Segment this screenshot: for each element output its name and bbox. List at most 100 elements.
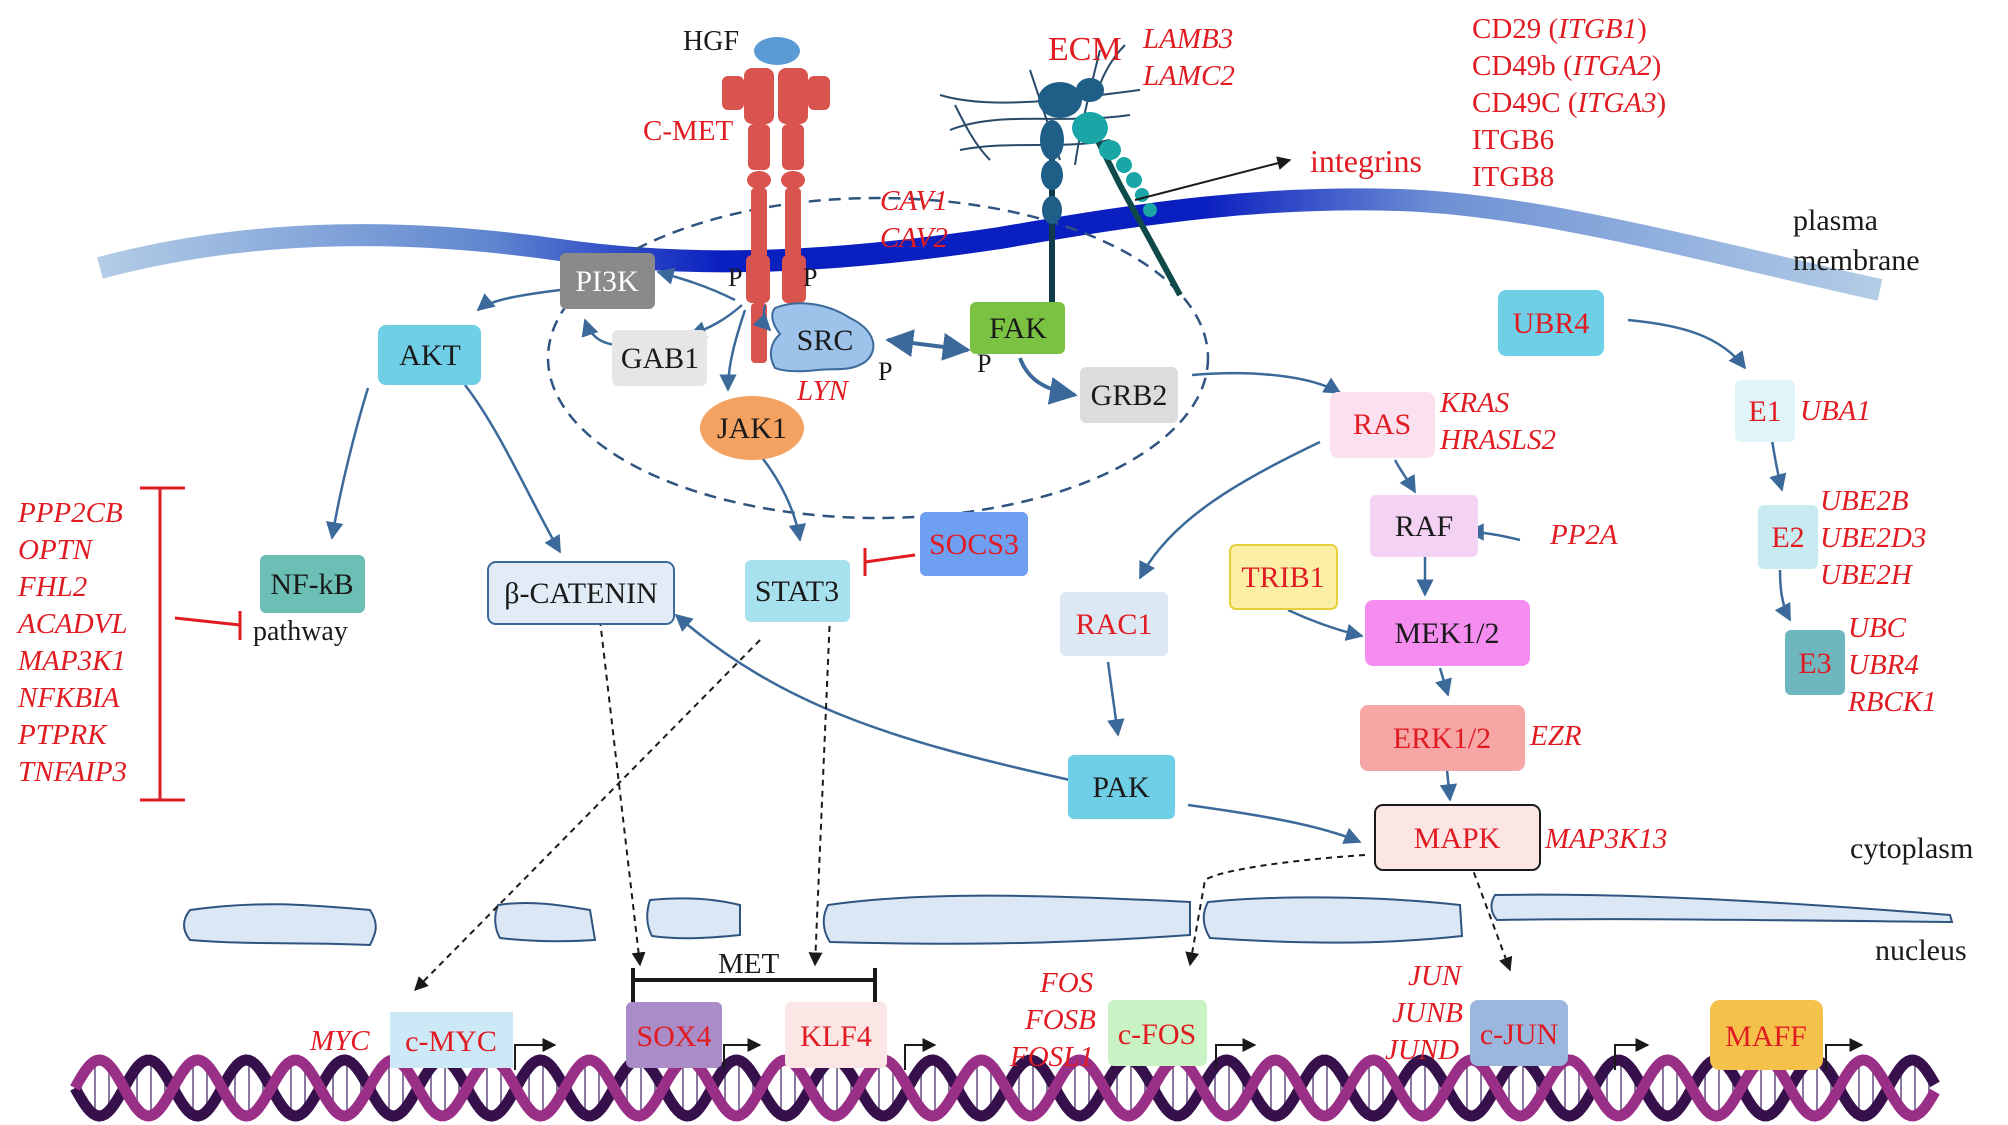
node-jak1: JAK1	[700, 396, 804, 460]
svg-text:STAT3: STAT3	[755, 575, 839, 608]
svg-text:E3: E3	[1798, 647, 1831, 680]
promoter-arrows	[514, 1038, 1864, 1070]
ras-gene-1: HRASLS2	[1439, 424, 1556, 456]
node-maff: MAFF	[1710, 1000, 1823, 1070]
ecm-gene-1: LAMC2	[1142, 60, 1235, 92]
jun-gene-0: JUN	[1408, 960, 1463, 992]
svg-text:GRB2: GRB2	[1091, 379, 1168, 412]
node-klf4: KLF4	[785, 1002, 887, 1068]
integrin-list-item: CD49b (ITGA2)	[1472, 50, 1661, 82]
svg-text:RAC1: RAC1	[1076, 608, 1153, 641]
svg-text:PAK: PAK	[1092, 771, 1150, 804]
node-mek: MEK1/2	[1365, 600, 1530, 666]
plasma-membrane-label-1: plasma	[1793, 204, 1878, 237]
svg-text:PI3K: PI3K	[575, 265, 639, 298]
e1-gene: UBA1	[1800, 395, 1871, 427]
node-cmyc: c-MYC	[390, 1012, 513, 1068]
inhibition-lines	[140, 486, 916, 802]
nfkb-inhibitor-gene: PPP2CB	[17, 497, 123, 529]
node-cjun: c-JUN	[1470, 1000, 1568, 1066]
node-mapk: MAPK	[1374, 804, 1541, 871]
integrins-label: integrins	[1310, 143, 1422, 179]
node-bcatenin: β-CATENIN	[487, 561, 675, 625]
nfkb-inhibitor-gene: NFKBIA	[17, 682, 120, 714]
met-label: MET	[718, 948, 780, 980]
svg-text:SOCS3: SOCS3	[929, 528, 1019, 561]
svg-text:RAS: RAS	[1353, 408, 1411, 441]
e3-gene-0: UBC	[1848, 612, 1907, 644]
integrin-list-item: ITGB8	[1472, 161, 1554, 193]
caveolin-gene-0: CAV1	[880, 185, 948, 217]
svg-text:AKT: AKT	[399, 339, 461, 372]
svg-text:c-MYC: c-MYC	[405, 1025, 497, 1058]
node-e1: E1	[1735, 380, 1795, 442]
e2-gene-0: UBE2B	[1820, 485, 1909, 517]
mapk-gene: MAP3K13	[1544, 823, 1667, 855]
fos-gene-0: FOS	[1039, 967, 1094, 999]
node-rac1: RAC1	[1060, 592, 1168, 656]
e2-gene-2: UBE2H	[1820, 559, 1914, 591]
nfkb-inhibitor-list: PPP2CB OPTN FHL2 ACADVL MAP3K1 NFKBIA PT…	[16, 497, 128, 788]
node-sox4: SOX4	[626, 1002, 722, 1068]
node-raf: RAF	[1370, 495, 1478, 557]
node-cfos: c-FOS	[1108, 1000, 1207, 1066]
node-stat3: STAT3	[745, 560, 850, 622]
jun-gene-2: JUND	[1385, 1034, 1459, 1066]
svg-text:MAPK: MAPK	[1414, 822, 1501, 855]
ecm-label: ECM	[1048, 31, 1122, 68]
integrin-list: CD29 (ITGB1) CD49b (ITGA2) CD49C (ITGA3)…	[1472, 13, 1666, 193]
node-e2: E2	[1758, 505, 1818, 569]
svg-text:ERK1/2: ERK1/2	[1393, 722, 1491, 755]
transcription-arrows	[414, 614, 1513, 991]
plasma-membrane	[97, 188, 1883, 301]
node-gab1: GAB1	[612, 330, 707, 386]
phospho-fak: P	[977, 349, 991, 378]
nfkb-inhibitor-gene: TNFAIP3	[18, 756, 127, 788]
integrin-list-item: CD29 (ITGB1)	[1472, 13, 1647, 45]
e3-gene-1: UBR4	[1848, 649, 1919, 681]
phospho-src: P	[878, 357, 892, 386]
node-fak: FAK	[970, 302, 1065, 354]
lipid-raft-ellipse	[546, 196, 1210, 520]
lyn-gene: LYN	[796, 375, 850, 407]
met-bracket	[631, 968, 877, 1008]
dna-helix	[70, 1054, 1940, 1122]
integrin-receptor	[1038, 78, 1183, 305]
nucleus-label: nucleus	[1875, 934, 1967, 967]
nuclear-membrane	[183, 893, 1954, 947]
svg-text:JAK1: JAK1	[717, 412, 787, 445]
node-pak: PAK	[1068, 755, 1175, 819]
svg-text:E1: E1	[1748, 395, 1781, 428]
fos-gene-2: FOSL1	[1009, 1041, 1094, 1073]
integrin-list-item: CD49C (ITGA3)	[1472, 87, 1666, 119]
node-akt: AKT	[378, 325, 481, 385]
node-ubr4: UBR4	[1498, 290, 1604, 356]
nfkb-inhibitor-gene: MAP3K1	[17, 645, 126, 677]
ras-gene-0: KRAS	[1439, 387, 1510, 419]
svg-text:MEK1/2: MEK1/2	[1395, 617, 1500, 650]
node-erk: ERK1/2	[1360, 705, 1525, 771]
svg-text:UBR4: UBR4	[1513, 307, 1590, 340]
svg-text:KLF4: KLF4	[800, 1020, 872, 1053]
node-trib1: TRIB1	[1229, 544, 1338, 610]
svg-text:RAF: RAF	[1395, 510, 1453, 543]
svg-text:FAK: FAK	[989, 312, 1047, 345]
svg-text:NF-kB: NF-kB	[270, 568, 353, 601]
svg-text:c-JUN: c-JUN	[1480, 1018, 1558, 1051]
svg-text:TRIB1: TRIB1	[1241, 561, 1324, 594]
activation-arrows	[325, 267, 1792, 844]
integrins-pointer	[1134, 156, 1292, 201]
nfkb-inhibitor-gene: PTPRK	[17, 719, 108, 751]
node-src: SRC	[769, 302, 875, 373]
svg-text:E2: E2	[1771, 521, 1804, 554]
node-grb2: GRB2	[1080, 367, 1178, 423]
node-nfkb: NF-kB	[260, 555, 365, 613]
integrin-list-item: ITGB6	[1472, 124, 1554, 156]
node-e3: E3	[1785, 630, 1845, 695]
cytoplasm-label: cytoplasm	[1850, 832, 1973, 865]
svg-text:c-FOS: c-FOS	[1118, 1018, 1196, 1051]
svg-text:SRC: SRC	[797, 324, 854, 357]
hgf-label: HGF	[683, 26, 739, 57]
ecm-gene-0: LAMB3	[1142, 23, 1233, 55]
